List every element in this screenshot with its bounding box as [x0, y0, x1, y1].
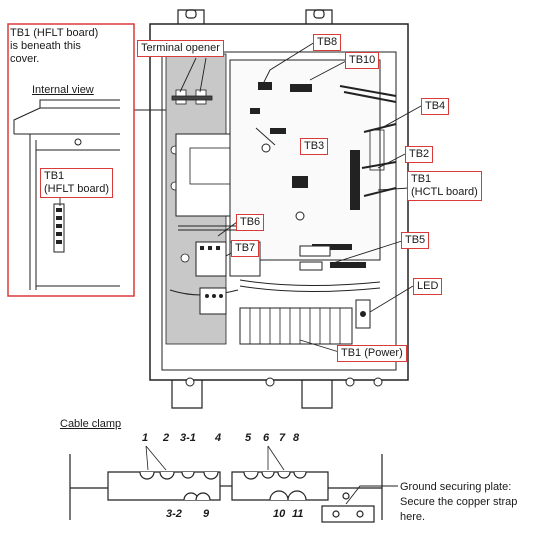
label-tb1-power: TB1 (Power): [337, 345, 407, 362]
clamp-number-11: 11: [292, 508, 304, 520]
clamp-number-3-2: 3-2: [166, 508, 182, 520]
label-tb1-hctl-line1: TB1: [411, 173, 432, 185]
label-tb5: TB5: [401, 232, 430, 249]
label-led: LED: [413, 278, 443, 295]
clamp-number-4: 4: [215, 432, 222, 444]
label-tb8: TB8: [313, 34, 342, 51]
label-tb1-hctl: TB1 (HCTL board): [407, 171, 482, 201]
mounting-tabs-top: [177, 9, 333, 24]
ground-plate-line3: here.: [400, 511, 426, 523]
clamp-number-7: 7: [279, 432, 286, 444]
label-tb2: TB2: [405, 146, 434, 163]
label-tb10: TB10: [345, 52, 380, 69]
label-tb4: TB4: [421, 98, 450, 115]
clamp-number-8: 8: [293, 432, 300, 444]
label-terminal-opener: Terminal opener: [137, 40, 224, 57]
ground-plate-note: Ground securing plate: Secure the copper…: [400, 480, 517, 525]
power-terminal-block: [239, 307, 353, 345]
clamp-holes: [139, 471, 307, 501]
ground-plate: [321, 492, 375, 523]
clamp-number-10: 10: [273, 508, 286, 520]
ground-plate-line2: Secure the copper strap: [400, 496, 518, 508]
clamp-number-3-1: 3-1: [180, 432, 196, 444]
internal-view-frame: [7, 23, 135, 297]
tb1-hflt-note: TB1 (HFLT board) is beneath this cover.: [10, 27, 99, 66]
leader-lines: [130, 41, 422, 353]
clamp-number-1: 1: [142, 432, 149, 444]
internal-view-tb1-label: TB1 (HFLT board): [40, 168, 114, 198]
tb1-hflt-note-line1: TB1 (HFLT board): [10, 27, 99, 39]
cable-clamp-title: Cable clamp: [60, 418, 122, 430]
tb1-hflt-note-line3: cover.: [10, 53, 40, 65]
clamp-number-6: 6: [263, 432, 270, 444]
enclosure-inner: [161, 51, 397, 371]
clamp-number-9: 9: [203, 508, 210, 520]
enclosure-outer: [149, 23, 409, 381]
ground-plate-line1: Ground securing plate:: [400, 481, 512, 493]
clamp-number-5: 5: [245, 432, 252, 444]
internal-view-title: Internal view: [32, 84, 94, 96]
internal-view-tb1-line1: TB1: [44, 170, 65, 182]
label-tb6: TB6: [236, 214, 265, 231]
internal-view-tb1-line2: (HFLT board): [44, 183, 110, 195]
clamp-number-2: 2: [163, 432, 170, 444]
label-tb1-hctl-line2: (HCTL board): [411, 186, 478, 198]
terminal-openers: [171, 89, 213, 105]
label-tb3: TB3: [300, 138, 329, 155]
tb1-hflt-note-line2: is beneath this: [10, 40, 81, 52]
label-tb7: TB7: [231, 240, 260, 257]
